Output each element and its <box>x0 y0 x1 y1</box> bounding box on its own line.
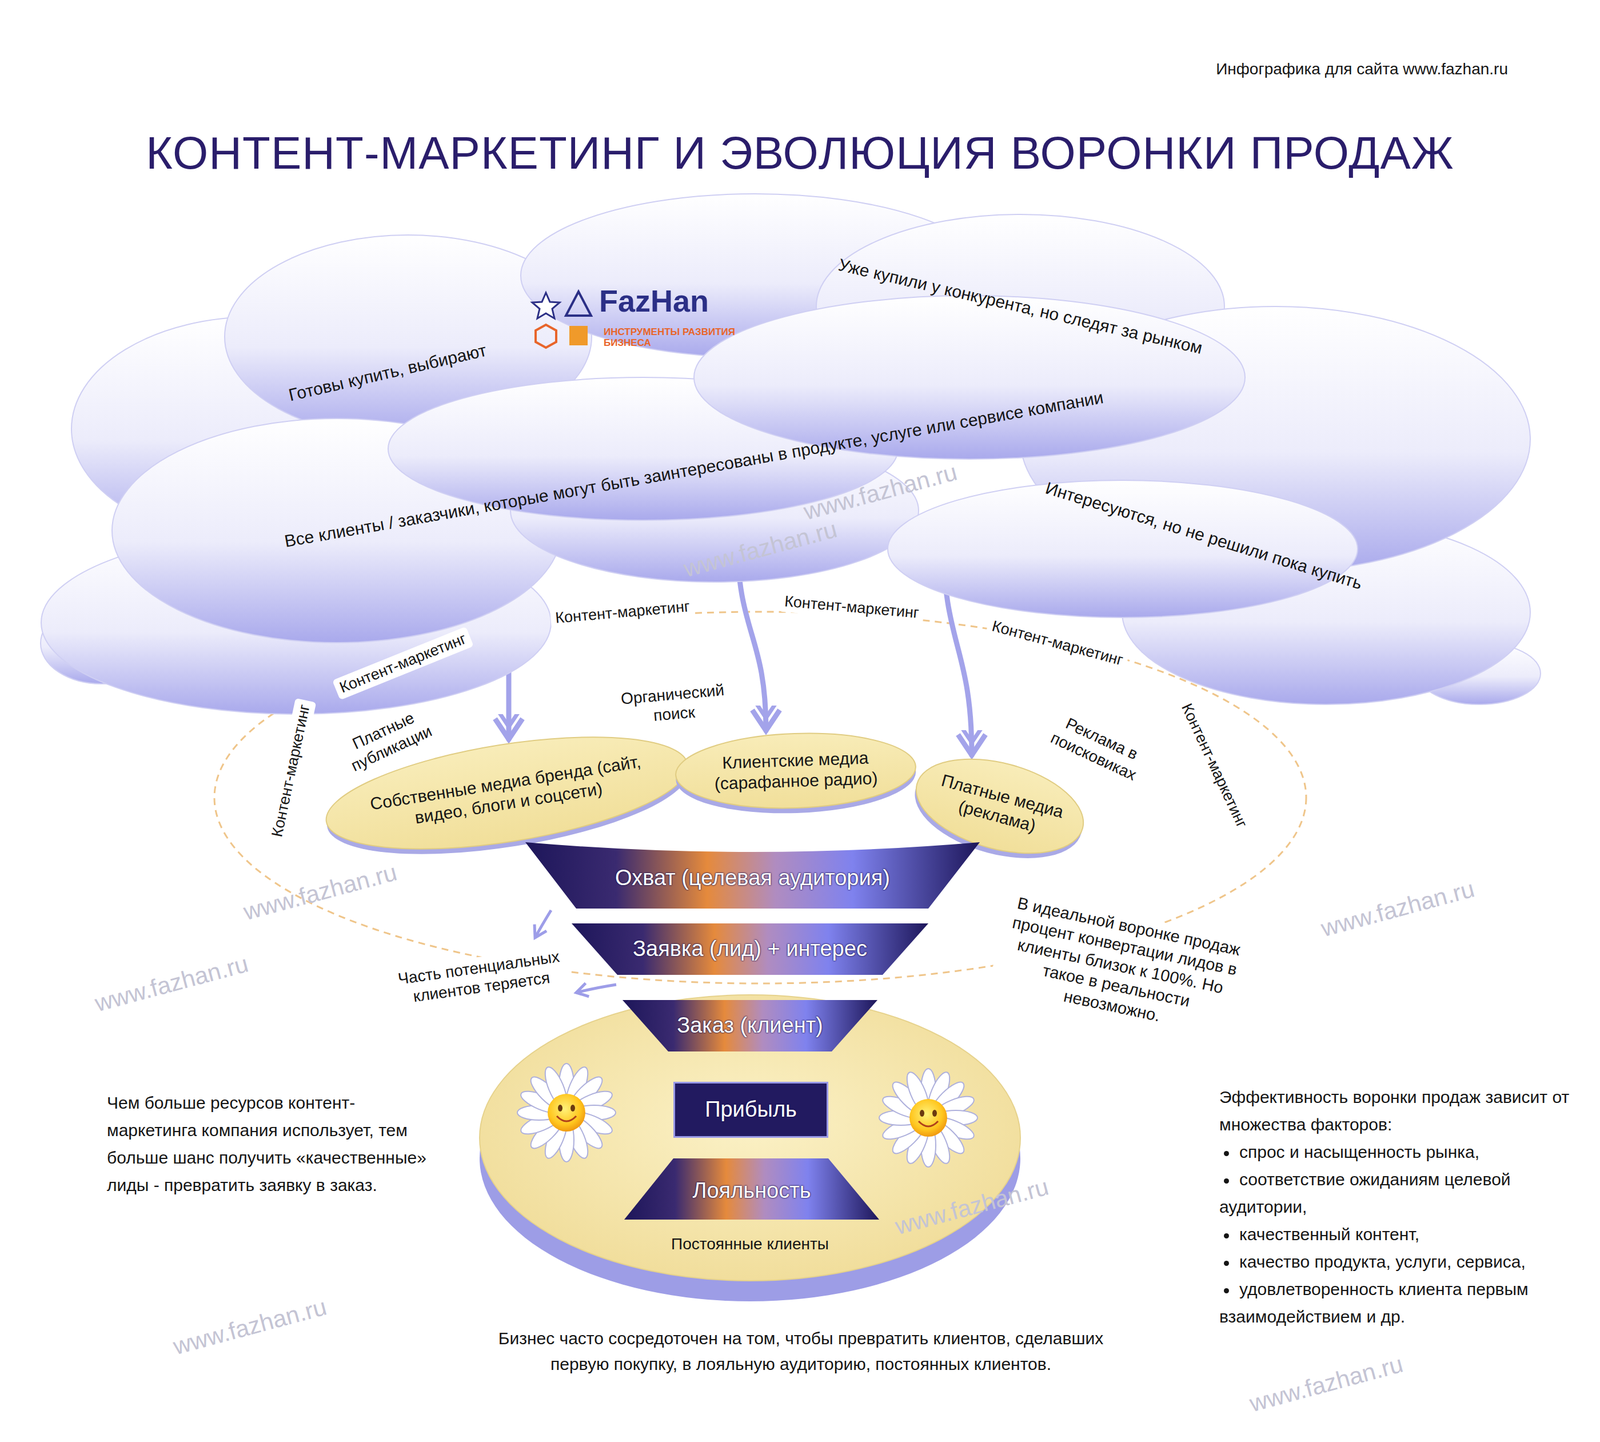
daisy-eye <box>919 1109 925 1117</box>
watermark: www.fazhan.ru <box>1246 1349 1406 1419</box>
funnel-band <box>624 1158 880 1220</box>
node-text: Клиентские медиа (сарафанное радио) <box>697 746 894 795</box>
annotation: Контент-маркетинг <box>1174 695 1255 836</box>
funnel-band <box>622 999 878 1052</box>
list-text: соответствие ожиданиям целевой аудитории… <box>1219 1169 1511 1216</box>
bullet-dot <box>1223 1233 1230 1239</box>
funnel-band <box>571 923 929 975</box>
logo-star <box>532 292 560 319</box>
label: Инфографика для сайта www.fazhan.ru <box>1215 59 1508 79</box>
bullet-dot <box>1223 1260 1230 1266</box>
funnel-stage: Заявка (лид) + интерес <box>571 923 929 975</box>
list-text: качество продукта, услуги, сервиса, <box>1239 1251 1526 1271</box>
node-text-box: Заказ (клиент) <box>662 999 838 1052</box>
label: ИНСТРУМЕНТЫ РАЗВИТИЯ БИЗНЕСА <box>603 326 741 349</box>
list-item: соответствие ожиданиям целевой аудитории… <box>1219 1165 1574 1221</box>
label: Органический поиск <box>614 679 732 729</box>
factor-list: Эффективность воронки продаж зависит от … <box>1219 1083 1574 1331</box>
node-text-box: Охват (целевая аудитория) <box>576 847 929 909</box>
daisy-eye <box>570 1104 576 1112</box>
caption: Бизнес часто сосредоточен на том, чтобы … <box>486 1325 1116 1377</box>
funnel-band <box>525 842 980 909</box>
node-text-box: Заявка (лид) + интерес <box>611 923 889 975</box>
node-text-box: Лояльность <box>664 1161 840 1220</box>
watermark: www.fazhan.ru <box>1317 874 1478 944</box>
platform-node: Постоянные клиенты Заказ (клиент) ПрибыльЛ… <box>479 994 1021 1302</box>
list-item: качество продукта, услуги, сервиса, <box>1219 1247 1574 1276</box>
media-oval: Клиентские медиа (сарафанное радио) <box>674 729 917 813</box>
label: FazHan <box>599 282 709 321</box>
funnel-stage: Прибыль <box>673 1081 829 1138</box>
node-text: Собственные медиа бренда (сайт, видео, б… <box>357 749 658 837</box>
list-text: спрос и насыщенность рынка, <box>1239 1142 1480 1161</box>
daisy-smile <box>918 1120 939 1127</box>
funnel-stage: Охват (целевая аудитория) <box>525 842 980 909</box>
watermark: www.fazhan.ru <box>240 857 400 927</box>
watermark: www.fazhan.ru <box>169 1291 330 1362</box>
funnel-stage: Лояльность <box>624 1158 880 1220</box>
daisy-center <box>909 1098 948 1137</box>
logo-hexagon <box>535 324 557 348</box>
list-item: удовлетворенность клиента первым взаимод… <box>1219 1275 1574 1331</box>
bullet-dot <box>1223 1178 1230 1184</box>
node-text: Платные медиа (реклама) <box>928 768 1072 844</box>
daisy-smile <box>556 1115 577 1121</box>
list-item: качественный контент, <box>1219 1220 1574 1248</box>
bullet-dot <box>1223 1287 1230 1294</box>
cloud-lobe <box>693 295 1246 460</box>
label: Реклама в поисковиках <box>1034 704 1160 792</box>
list-heading: Эффективность воронки продаж зависит от … <box>1219 1083 1574 1139</box>
logo-square <box>569 325 588 346</box>
node-text-box: Прибыль <box>680 1081 822 1138</box>
annotation: Контент-маркетинг <box>984 614 1130 673</box>
platform-top <box>479 994 1021 1281</box>
daisy-eye <box>557 1104 563 1112</box>
title: КОНТЕНТ-МАРКЕТИНГ И ЭВОЛЮЦИЯ ВОРОНКИ ПРО… <box>0 126 1600 180</box>
daisy-eye <box>932 1109 937 1117</box>
list-item: спрос и насыщенность рынка, <box>1219 1138 1574 1166</box>
node-text-box: Клиентские медиа (сарафанное радио) <box>697 729 895 812</box>
daisy-center <box>547 1093 586 1132</box>
logo-triangle <box>565 291 592 316</box>
node-text: Прибыль <box>704 1096 797 1123</box>
cloud-shape <box>0 0 1600 801</box>
bullet-dot <box>1223 1150 1230 1156</box>
list-text: удовлетворенность клиента первым взаимод… <box>1219 1279 1529 1326</box>
label: Чем больше ресурсов контент-маркетинга к… <box>106 1088 445 1199</box>
node-text: Лояльность <box>692 1177 812 1204</box>
annotation: Контент-маркетинг <box>265 697 317 844</box>
list-text: Эффективность воронки продаж зависит от … <box>1219 1087 1570 1134</box>
annotation: В идеальной воронке продаж процент конве… <box>987 889 1254 1043</box>
node-text: Заказ (клиент) <box>676 1012 824 1039</box>
svg-part <box>535 910 552 938</box>
node-text: Охват (целевая аудитория) <box>615 864 891 892</box>
list-text: качественный контент, <box>1239 1224 1420 1244</box>
oval-fill <box>674 729 917 813</box>
node-text: Заявка (лид) + интерес <box>632 935 868 963</box>
profit-rect <box>674 1082 828 1137</box>
watermark: www.fazhan.ru <box>91 948 251 1019</box>
annotation: Контент-маркетинг <box>779 590 925 625</box>
platform-text: Постоянные клиенты <box>479 1234 1021 1254</box>
svg-part <box>576 984 617 993</box>
funnel-stage: Заказ (клиент) <box>622 999 878 1052</box>
annotation: Часть потенциальных клиентов теряется <box>390 944 570 1011</box>
annotation: Контент-маркетинг <box>549 595 696 630</box>
